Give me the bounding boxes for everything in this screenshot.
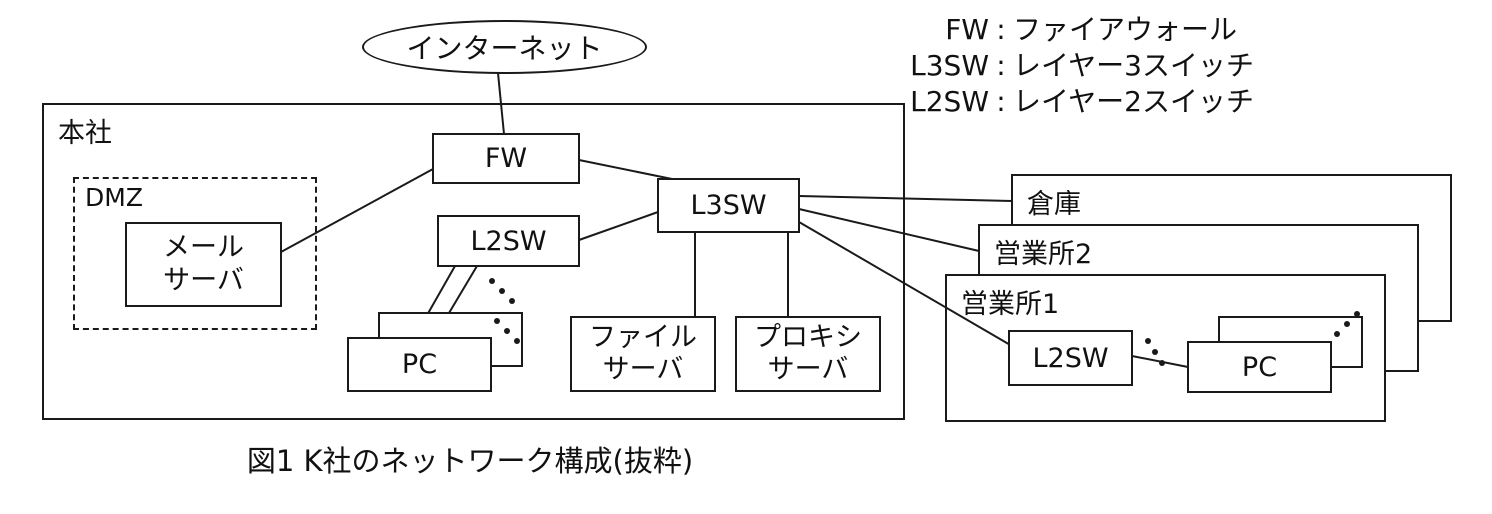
legend: FW : ファイアウォール L3SW : レイヤー3スイッチ L2SW : レイ… [903,12,1254,120]
legend-desc: レイヤー3スイッチ [1013,49,1254,82]
office1-pc-node: PC [1187,341,1332,393]
sales-office2-label: 営業所2 [994,239,1093,270]
legend-separator: : [996,13,1006,46]
legend-row-fw: FW : ファイアウォール [903,12,1254,48]
legend-desc: レイヤー2スイッチ [1013,85,1254,118]
legend-term: L3SW [910,49,989,82]
legend-term: FW [945,13,989,46]
legend-separator: : [996,49,1006,82]
hq-l2-switch-node: L2SW [437,215,580,267]
firewall-node: FW [432,133,580,184]
legend-row-l3sw: L3SW : レイヤー3スイッチ [903,48,1254,84]
legend-row-l2sw: L2SW : レイヤー2スイッチ [903,84,1254,120]
figure-caption: 図1 K社のネットワーク構成(抜粋) [246,444,694,478]
dmz-box: DMZ [73,177,317,330]
l3-switch-node: L3SW [657,178,800,233]
warehouse-label: 倉庫 [1027,189,1081,220]
proxy-server-node: プロキシ サーバ [735,316,881,392]
headquarters-label: 本社 [58,118,112,149]
mail-server-node: メール サーバ [125,222,282,307]
dmz-label: DMZ [85,183,143,212]
file-server-node: ファイル サーバ [570,316,716,392]
office1-l2-switch-node: L2SW [1008,330,1133,386]
legend-term: L2SW [910,85,989,118]
internet-cloud: インターネット [362,20,647,74]
legend-separator: : [996,85,1006,118]
legend-desc: ファイアウォール [1013,13,1238,46]
hq-pc-node: PC [347,337,492,392]
sales-office1-label: 営業所1 [961,289,1060,320]
